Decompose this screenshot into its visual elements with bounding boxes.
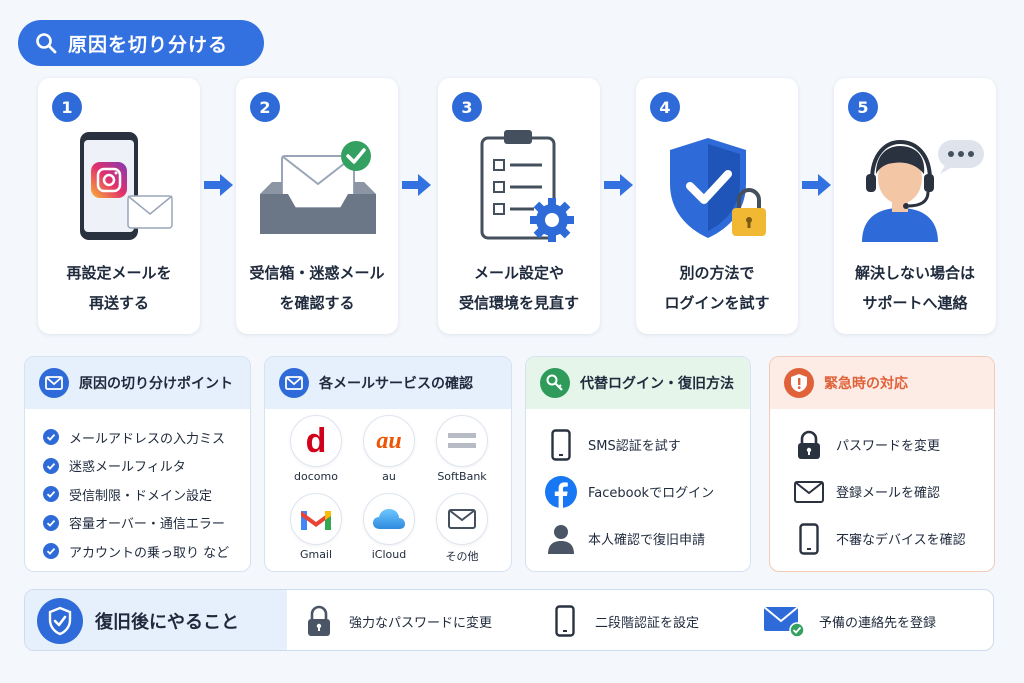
step-number: 4	[650, 92, 680, 122]
strong-password-item[interactable]: 強力なパスワードに変更	[303, 590, 492, 650]
phone-mail-icon	[80, 132, 173, 240]
clipboard-gear-icon	[480, 130, 574, 242]
arrow-right-icon	[802, 174, 831, 196]
arrow-right-icon	[402, 174, 431, 196]
identity-verify-item[interactable]: 本人確認で復旧申請	[544, 515, 750, 562]
cause-list: メールアドレスの入力ミス 迷惑メールフィルタ 受信制限・ドメイン設定 容量オーバ…	[25, 409, 250, 566]
check-circle-icon	[43, 514, 59, 531]
change-password-item[interactable]: パスワードを変更	[792, 421, 994, 468]
step-label: メール設定や 受信環境を見直す	[458, 264, 579, 312]
person-icon	[544, 522, 578, 556]
panel-title: 原因の切り分けポイント	[79, 376, 233, 392]
softbank-logo	[436, 415, 488, 467]
lock-icon	[792, 428, 826, 462]
mail-icon	[792, 475, 826, 509]
docomo-logo: d	[290, 415, 342, 467]
panel-title: 各メールサービスの確認	[319, 376, 473, 392]
step-number: 5	[848, 92, 878, 122]
alert-shield-icon	[784, 368, 814, 398]
panel-header: 緊急時の対応	[770, 357, 994, 409]
step-card-3: 3 メール設定や 受信環境	[438, 78, 600, 334]
key-icon	[540, 368, 570, 398]
section-title: 原因を切り分ける	[68, 33, 229, 56]
step-label: 解決しない場合は サポートへ連絡	[854, 264, 975, 312]
panel-causes: 原因の切り分けポイント メールアドレスの入力ミス 迷惑メールフィルタ 受信制限・…	[24, 356, 251, 572]
mail-icon	[39, 368, 69, 398]
shield-lock-icon	[670, 138, 766, 238]
check-circle-icon	[43, 457, 59, 474]
arrow-right-icon	[604, 174, 633, 196]
alt-login-list: SMS認証を試す Facebookでログイン 本人確認で復旧申請	[526, 409, 750, 562]
arrow-right-icon	[204, 174, 233, 196]
after-recovery-bar: 復旧後にやること 強力なパスワードに変更 二段階認証を設定 予備の連絡先を登録	[24, 589, 994, 651]
inbox-check-icon	[260, 141, 376, 234]
search-icon	[36, 33, 57, 54]
step-card-2: 2 受信箱・迷惑メール を確認する	[236, 78, 398, 334]
after-recovery-title: 復旧後にやること	[95, 612, 239, 633]
step-number: 2	[250, 92, 280, 122]
list-item: メールアドレスの入力ミス	[43, 423, 250, 452]
after-recovery-header: 復旧後にやること	[25, 590, 287, 650]
check-circle-icon	[43, 429, 59, 446]
smartphone-icon	[549, 605, 581, 637]
panel-title: 緊急時の対応	[824, 376, 908, 392]
backup-contact-item[interactable]: 予備の連絡先を登録	[763, 590, 936, 650]
lock-icon	[303, 605, 335, 637]
smartphone-icon	[544, 428, 578, 462]
panel-emergency: 緊急時の対応 パスワードを変更 登録メールを確認 不審なデバイスを確認	[769, 356, 995, 572]
mail-check-icon	[763, 605, 805, 637]
panel-alt-login: 代替ログイン・復旧方法 SMS認証を試す Facebookでログイン 本人確認で…	[525, 356, 751, 572]
panel-title: 代替ログイン・復旧方法	[580, 376, 734, 392]
step-label: 別の方法で ログインを試す	[664, 264, 770, 312]
gmail-logo	[290, 493, 342, 545]
au-logo: au	[363, 415, 415, 467]
mail-service-grid: d docomo au au SoftBank	[265, 409, 511, 569]
sms-auth-item[interactable]: SMS認証を試す	[544, 421, 750, 468]
mail-icon	[279, 368, 309, 398]
two-factor-item[interactable]: 二段階認証を設定	[549, 590, 699, 650]
facebook-icon	[544, 475, 578, 509]
check-suspicious-device-item[interactable]: 不審なデバイスを確認	[792, 515, 994, 562]
list-item: 容量オーバー・通信エラー	[43, 509, 250, 538]
step-number: 3	[452, 92, 482, 122]
panel-header: 各メールサービスの確認	[265, 357, 511, 409]
mail-service-softbank[interactable]: SoftBank	[427, 415, 497, 483]
section-header: 原因を切り分ける	[18, 20, 264, 66]
step-number: 1	[52, 92, 82, 122]
check-circle-icon	[43, 543, 59, 560]
shield-check-icon	[37, 598, 83, 644]
steps-flow: 1 再設定メールを 再送する 2	[38, 78, 996, 334]
support-agent-icon	[862, 139, 984, 242]
check-registered-mail-item[interactable]: 登録メールを確認	[792, 468, 994, 515]
check-circle-icon	[43, 486, 59, 503]
panel-header: 原因の切り分けポイント	[25, 357, 250, 409]
panel-header: 代替ログイン・復旧方法	[526, 357, 750, 409]
mail-service-gmail[interactable]: Gmail	[281, 493, 351, 561]
icloud-logo	[363, 493, 415, 545]
mail-icon	[436, 493, 488, 545]
smartphone-icon	[792, 522, 826, 556]
panel-mail-services: 各メールサービスの確認 d docomo au au SoftBank	[264, 356, 512, 572]
step-label: 受信箱・迷惑メール を確認する	[249, 264, 385, 312]
mail-service-other[interactable]: その他	[427, 493, 497, 564]
mail-service-icloud[interactable]: iCloud	[354, 493, 424, 561]
list-item: 受信制限・ドメイン設定	[43, 480, 250, 509]
step-card-1: 1 再設定メールを 再送する	[38, 78, 200, 334]
step-card-4: 4 別の方法で ログインを試す	[636, 78, 798, 334]
list-item: 迷惑メールフィルタ	[43, 452, 250, 481]
mail-service-au[interactable]: au au	[354, 415, 424, 483]
emergency-list: パスワードを変更 登録メールを確認 不審なデバイスを確認	[770, 409, 994, 562]
step-label: 再設定メールを 再送する	[66, 264, 172, 312]
list-item: アカウントの乗っ取り など	[43, 537, 250, 566]
step-card-5: 5 解決しない場合は サポートへ連絡	[834, 78, 996, 334]
facebook-login-item[interactable]: Facebookでログイン	[544, 468, 750, 515]
mail-service-docomo[interactable]: d docomo	[281, 415, 351, 483]
